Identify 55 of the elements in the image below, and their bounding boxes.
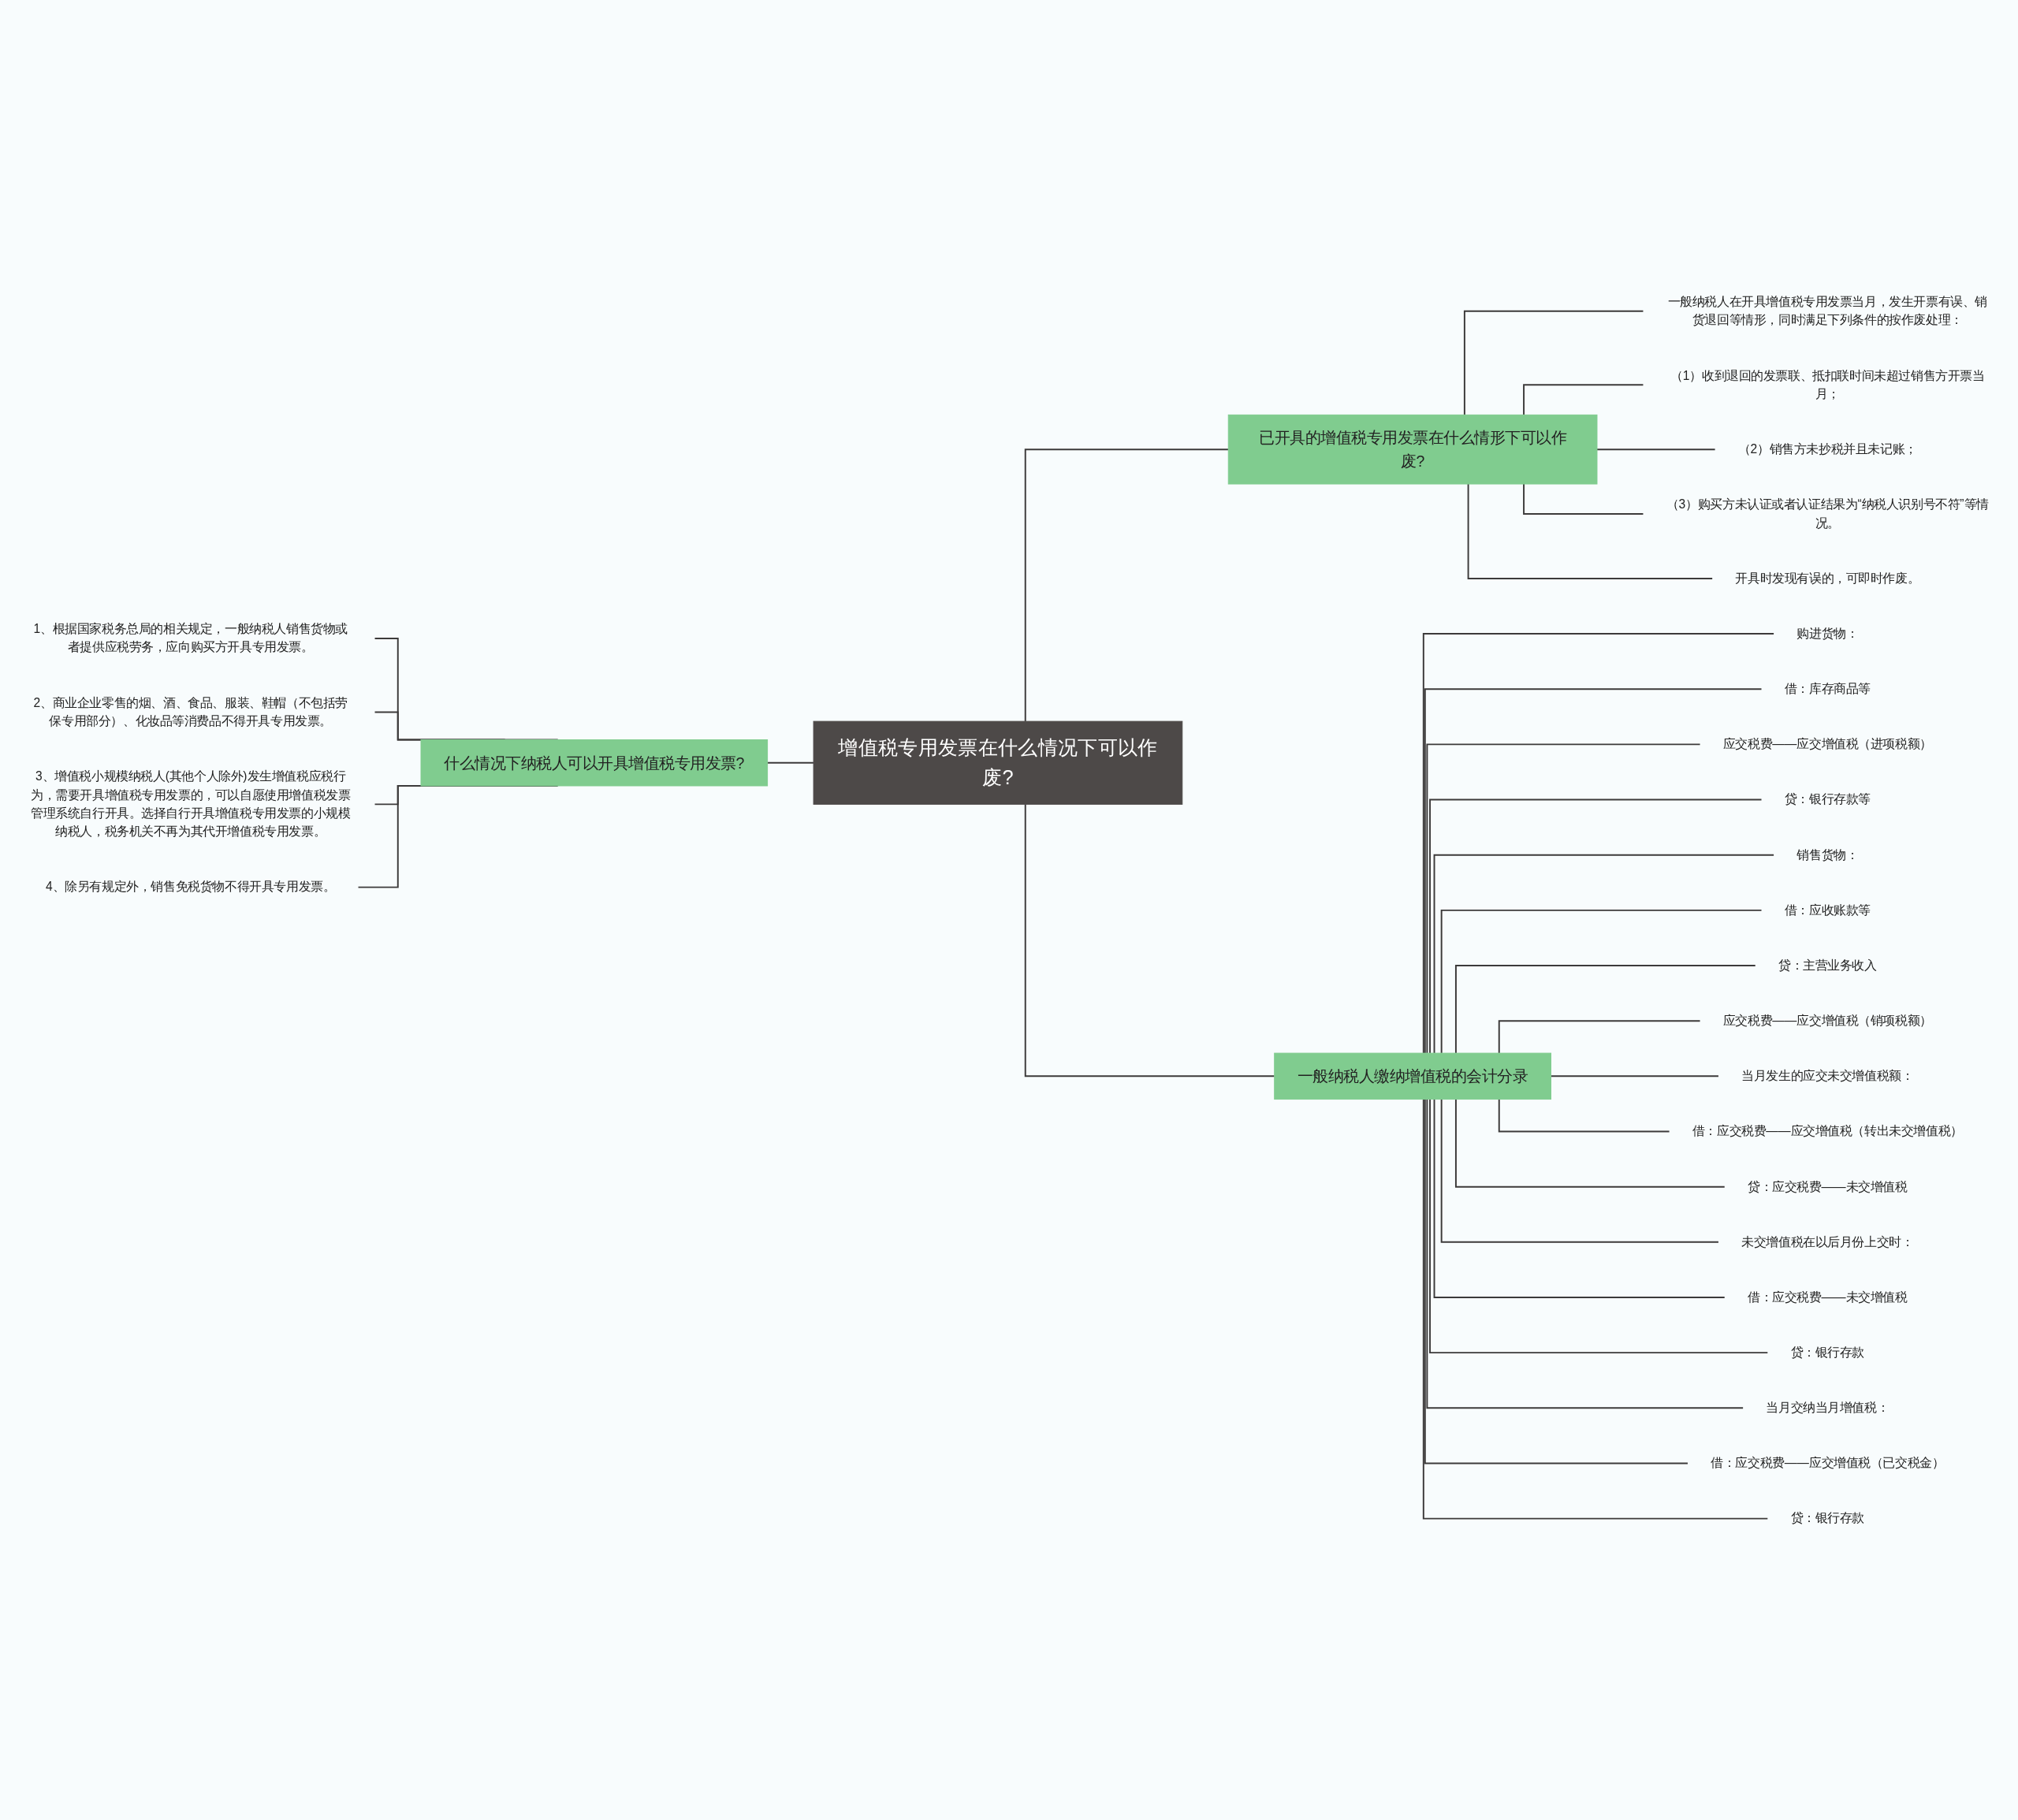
connector bbox=[1433, 1098, 1726, 1298]
node-box: 一般纳税人缴纳增值税的会计分录 bbox=[1274, 1052, 1551, 1100]
node-box: 已开具的增值税专用发票在什么情形下可以作废? bbox=[1227, 414, 1598, 485]
connector bbox=[1433, 854, 1775, 1054]
connector bbox=[1424, 687, 1763, 1054]
node-text: 借：应交税费——应交增值税（转出未交增值税） bbox=[1692, 1124, 1963, 1137]
node-text: 贷：银行存款等 bbox=[1784, 792, 1871, 806]
node-text: 开具时发现有误的，可即时作废。 bbox=[1735, 571, 1920, 585]
connector bbox=[1024, 803, 1275, 1077]
connector bbox=[1523, 482, 1644, 515]
node-text: 当月交纳当月增值税： bbox=[1766, 1401, 1890, 1414]
node-text: 销售货物： bbox=[1796, 847, 1859, 862]
node-text: （1）收到退回的发票联、抵扣联时间未超过销售方开票当月； bbox=[1670, 368, 1985, 400]
connector bbox=[1550, 1075, 1719, 1077]
connector bbox=[1467, 482, 1714, 579]
node-text: 借：应收账款等 bbox=[1784, 903, 1871, 917]
node-text: 贷：银行存款 bbox=[1790, 1345, 1865, 1359]
node-text: 未交增值税在以后月份上交时： bbox=[1741, 1234, 1914, 1249]
node-text: 借：应交税费——应交增值税（已交税金） bbox=[1711, 1456, 1945, 1469]
connector bbox=[1429, 798, 1763, 1054]
connector bbox=[1429, 1098, 1769, 1353]
node-text: （2）销售方未抄税并且未记账； bbox=[1737, 442, 1917, 456]
connector bbox=[1422, 1098, 1769, 1520]
node-text: 3、增值税小规模纳税人(其他个人除外)发生增值税应税行为，需要开具增值税专用发票的，可以自愿使用增值税发票管理系统自行开具。选择自行开具增值税专用发票的小规模纳税人，税务机关不再为其代开增值税专用发票。 bbox=[30, 769, 351, 838]
node-text: 借：库存商品等 bbox=[1784, 682, 1871, 695]
connector bbox=[1440, 909, 1763, 1054]
connector bbox=[1422, 632, 1775, 1054]
connector bbox=[1424, 1098, 1688, 1465]
node-text: 当月发生的应交未交增值税额： bbox=[1741, 1069, 1914, 1082]
node-text: 4、除另有规定外，销售免税货物不得开具专用发票。 bbox=[46, 880, 336, 894]
connector bbox=[1426, 1098, 1744, 1409]
connector bbox=[1596, 448, 1716, 450]
node-text: 借：应交税费——未交增值税 bbox=[1747, 1290, 1908, 1304]
connector bbox=[1463, 310, 1644, 415]
node-text: （3）购买方未认证或者认证结果为“纳税人识别号不符”等情况。 bbox=[1666, 497, 1989, 530]
node-box: 增值税专用发票在什么情况下可以作废? bbox=[813, 720, 1183, 805]
connector bbox=[1426, 743, 1701, 1054]
node-text: 贷：应交税费——未交增值税 bbox=[1747, 1179, 1908, 1193]
connector bbox=[1024, 448, 1230, 722]
node-text: 2、商业企业零售的烟、酒、食品、服装、鞋帽（不包括劳保专用部分）、化妆品等消费品不得开具专用发票。 bbox=[33, 695, 348, 728]
node-text: 购进货物： bbox=[1796, 626, 1859, 640]
node-text: 应交税费——应交增值税（销项税额） bbox=[1722, 1014, 1932, 1027]
connector bbox=[1523, 384, 1644, 415]
node-text: 应交税费——应交增值税（进项税额） bbox=[1722, 737, 1932, 750]
connector bbox=[1498, 1019, 1701, 1054]
connector bbox=[1498, 1098, 1670, 1133]
node-text: 一般纳税人在开具增值税专用发票当月，发生开票有误、销货退回等情形，同时满足下列条件的按作废处理： bbox=[1667, 294, 1987, 326]
node-text: 1、根据国家税务总局的相关规定，一般纳税人销售货物或者提供应税劳务，应向购买方开具专用发票。 bbox=[33, 622, 348, 654]
connector bbox=[1440, 1098, 1719, 1243]
connector bbox=[1454, 964, 1756, 1054]
node-box: 什么情况下纳税人可以开具增值税专用发票? bbox=[420, 739, 769, 787]
node-text: 贷：主营业务收入 bbox=[1778, 958, 1877, 972]
connector bbox=[766, 761, 815, 764]
connector bbox=[1454, 1098, 1726, 1188]
node-text: 贷：银行存款 bbox=[1790, 1511, 1865, 1525]
